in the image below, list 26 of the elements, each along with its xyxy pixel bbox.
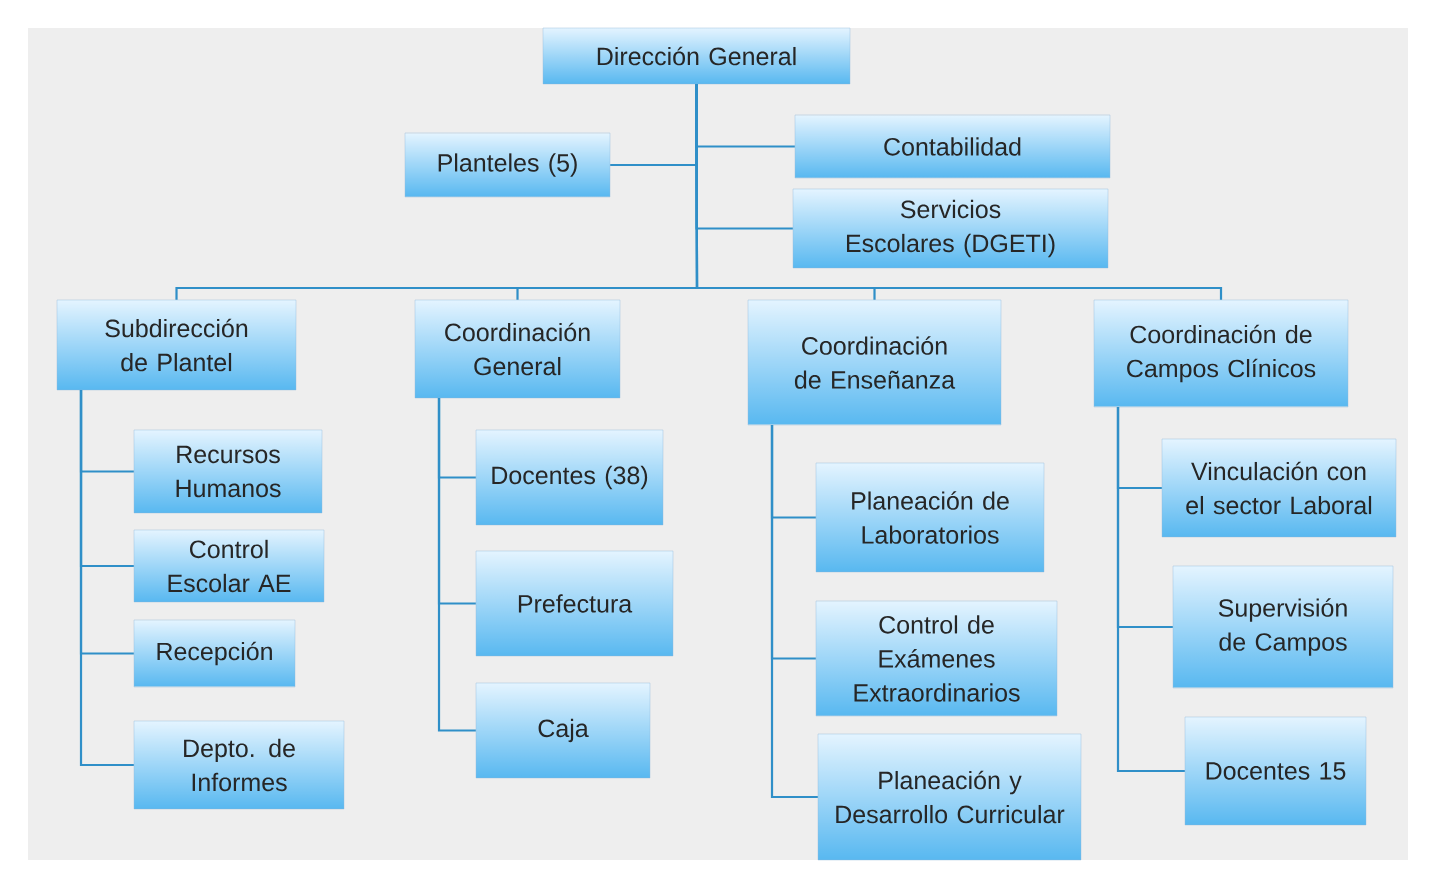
org-box: Dirección General bbox=[542, 27, 851, 85]
org-box: Planteles (5) bbox=[404, 132, 611, 198]
org-box: Caja bbox=[475, 682, 651, 779]
connector-line bbox=[695, 84, 1223, 300]
connector-line bbox=[437, 398, 476, 732]
org-box: Depto. de Informes bbox=[133, 720, 345, 810]
org-box: Coordinación de Campos Clínicos bbox=[1093, 299, 1349, 408]
org-box: Supervisión de Campos bbox=[1172, 565, 1394, 689]
connector-line bbox=[770, 425, 818, 799]
org-box: Planeación de Laboratorios bbox=[815, 462, 1045, 573]
connector-line bbox=[1116, 407, 1185, 773]
org-box: Coordinación de Enseñanza bbox=[747, 299, 1002, 426]
connector-line bbox=[79, 390, 134, 767]
org-box: Docentes 15 bbox=[1184, 716, 1367, 826]
org-box: Control Escolar AE bbox=[133, 529, 325, 603]
org-box: Subdirección de Plantel bbox=[56, 299, 297, 391]
org-box: Servicios Escolares (DGETI) bbox=[792, 188, 1109, 269]
org-box: Docentes (38) bbox=[475, 429, 664, 526]
org-box: Vinculación con el sector Laboral bbox=[1161, 438, 1397, 538]
org-box: Recepción bbox=[133, 619, 296, 688]
org-box: Contabilidad bbox=[794, 114, 1111, 179]
org-box: Planeación y Desarrollo Curricular bbox=[817, 733, 1082, 861]
org-box: Control de Exámenes Extraordinarios bbox=[815, 600, 1058, 717]
org-box: Prefectura bbox=[475, 550, 674, 657]
org-box: Coordinación General bbox=[414, 299, 621, 399]
org-box: Recursos Humanos bbox=[133, 429, 323, 514]
